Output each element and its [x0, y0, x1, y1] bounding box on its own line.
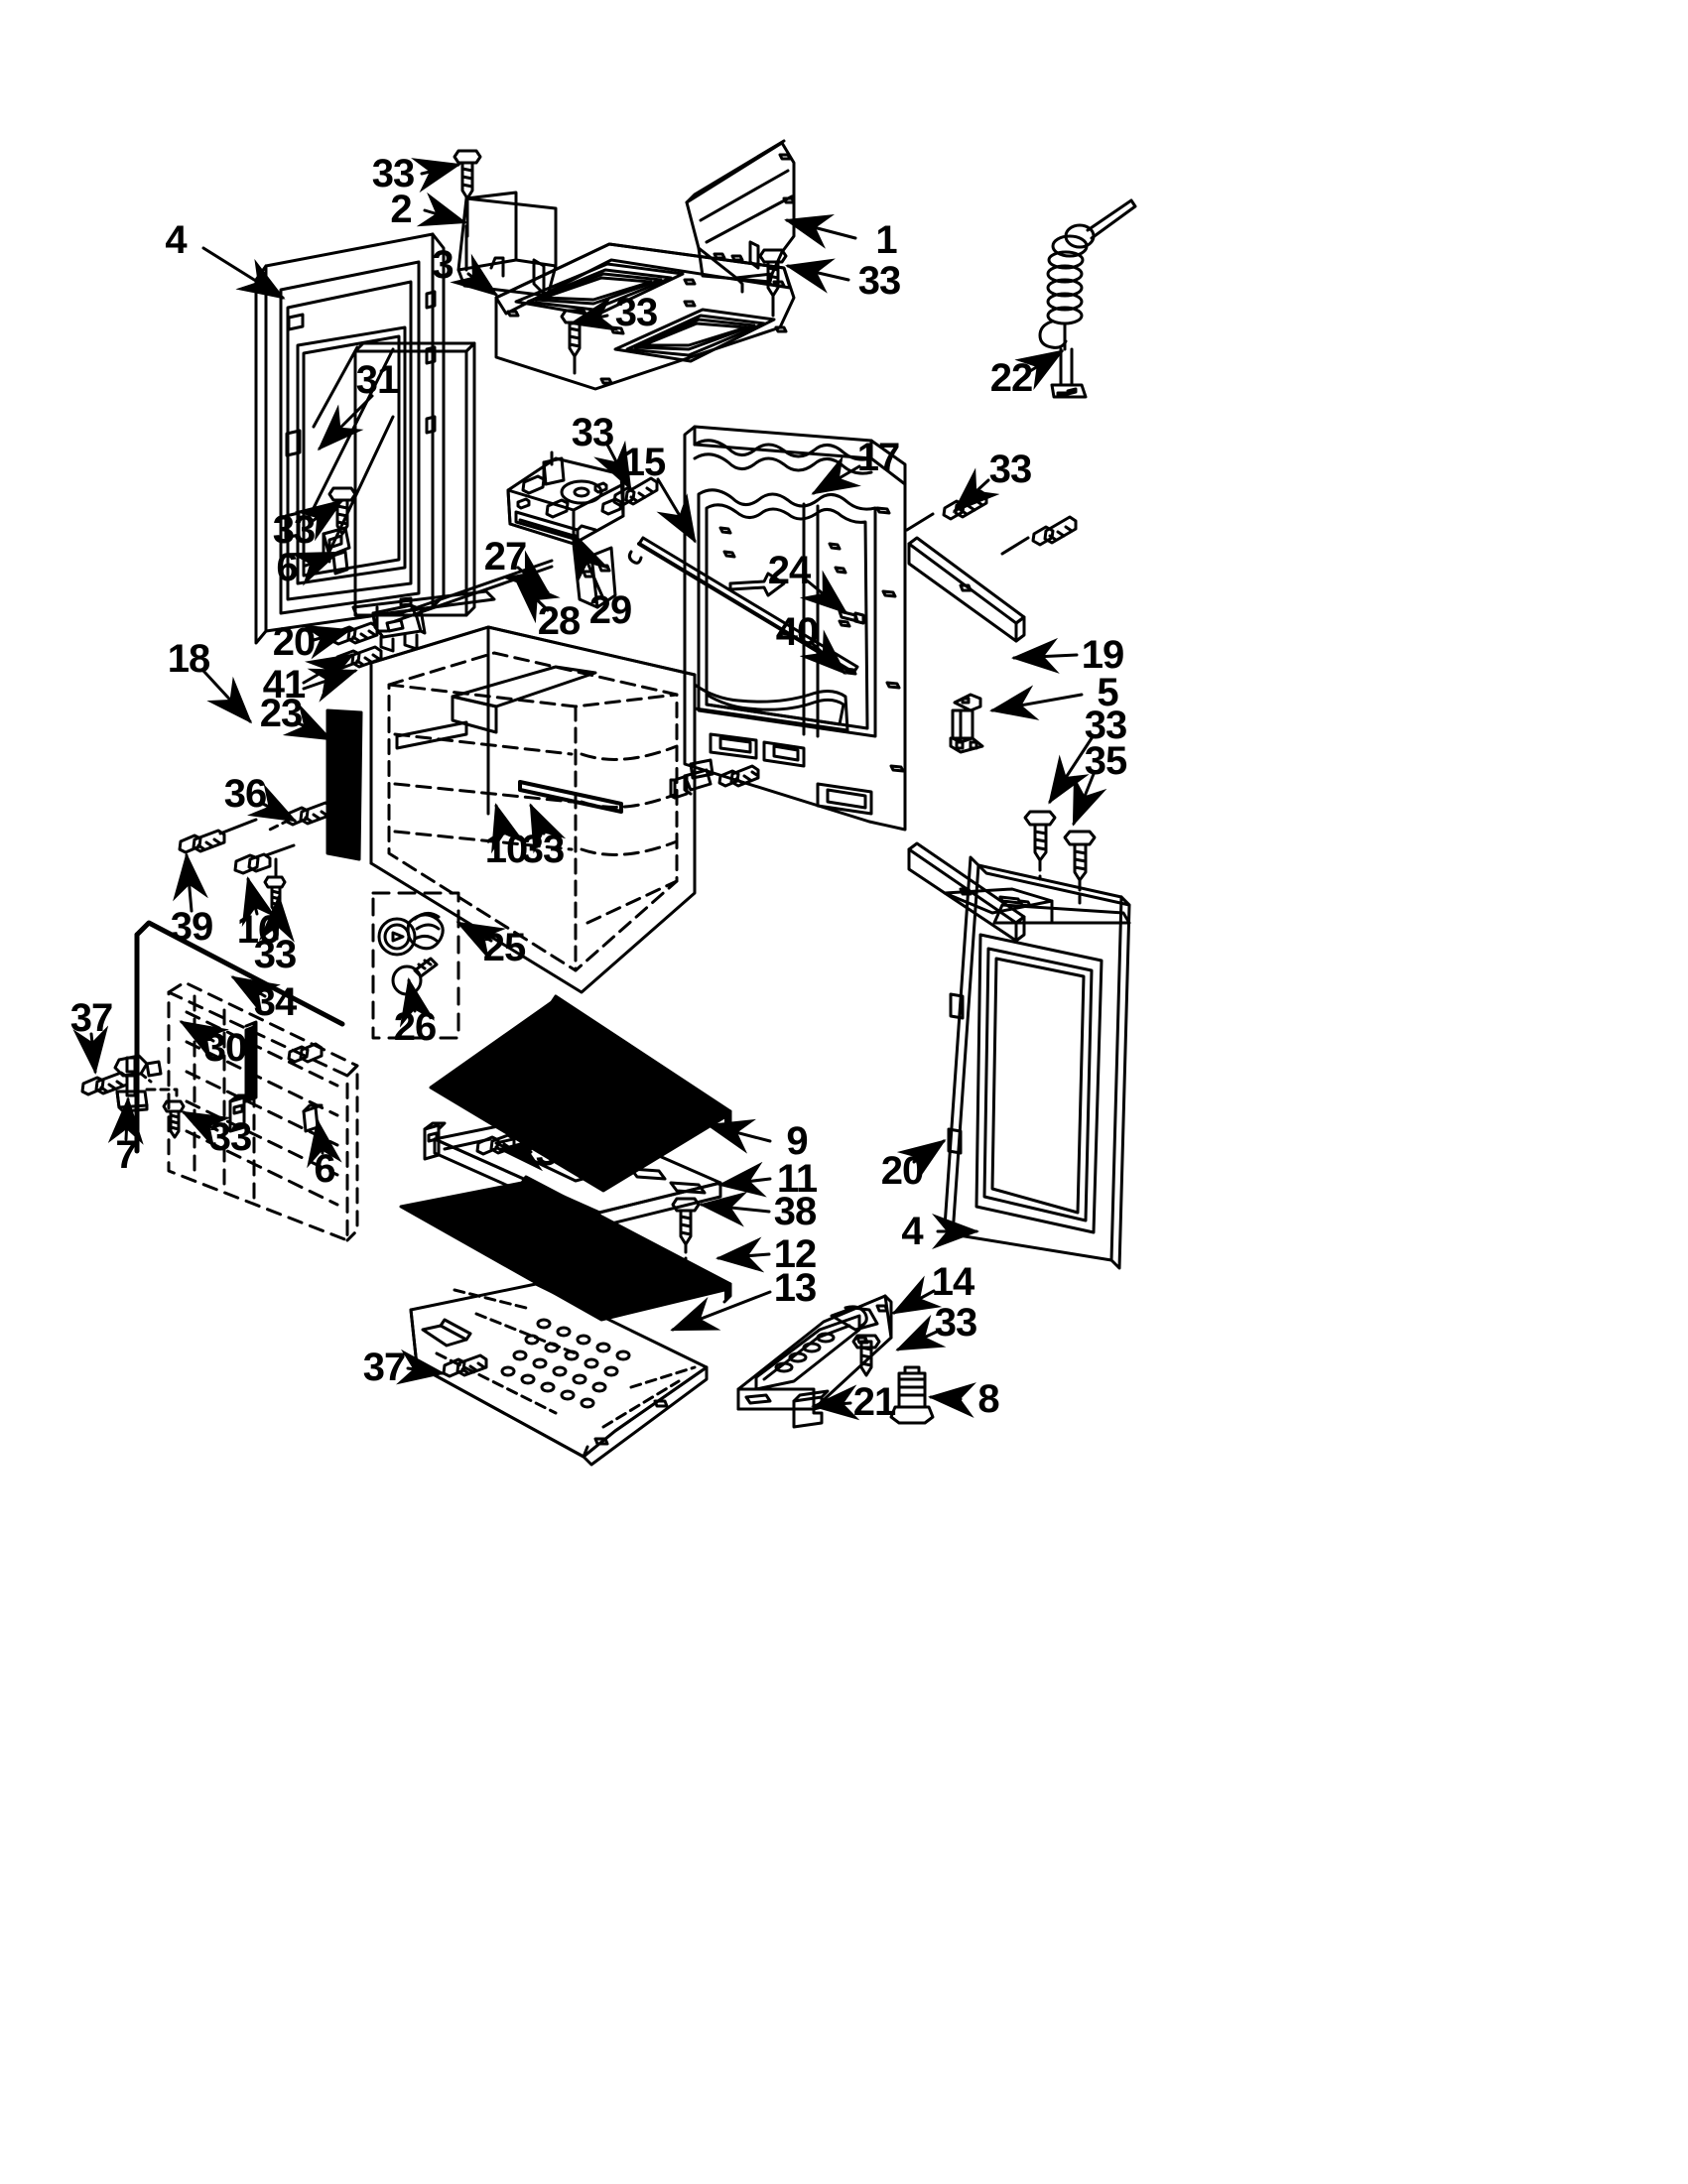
callout-number: 23	[259, 692, 303, 735]
callout-number: 8	[977, 1377, 999, 1421]
callout-number: 31	[355, 358, 399, 402]
callout-number: 16	[236, 908, 280, 952]
callout-number: 4	[165, 218, 187, 262]
callout-number: 28	[537, 599, 581, 643]
callout-number: 35	[1084, 739, 1127, 783]
callout-number: 6	[314, 1147, 335, 1191]
callout-number: 24	[767, 549, 811, 592]
callout-number: 22	[989, 356, 1033, 400]
callout-number: 18	[167, 637, 210, 681]
callout-number: 39	[170, 905, 213, 949]
callout-number: 15	[622, 441, 666, 484]
callout-number: 33	[857, 259, 901, 303]
callout-number: 33	[934, 1301, 977, 1345]
callout-number: 12	[773, 1232, 817, 1276]
callout-number: 33	[371, 152, 415, 195]
callout-number: 38	[773, 1190, 817, 1233]
callout-number: 25	[482, 926, 526, 969]
callout-number: 30	[203, 1026, 247, 1070]
callout-number: 34	[253, 980, 297, 1024]
callout-number: 27	[483, 535, 527, 578]
callout-number: 29	[588, 588, 632, 632]
callout-number: 3	[432, 243, 454, 287]
callout-number: 36	[223, 772, 267, 816]
callout-number: 1	[875, 218, 897, 262]
callout-number: 20	[880, 1149, 924, 1193]
callout-number: 26	[393, 1005, 437, 1049]
callout-number: 2	[390, 188, 412, 231]
callout-number: 6	[276, 546, 298, 589]
callout-number: 19	[1081, 633, 1124, 677]
callout-number: 37	[362, 1346, 406, 1389]
callout-number: 33	[272, 508, 316, 552]
callout-number: 33	[253, 933, 297, 976]
callout-number: 9	[786, 1119, 808, 1163]
callout-number: 33	[521, 828, 565, 871]
callout-number: 5	[1097, 671, 1118, 714]
callout-number: 40	[775, 610, 819, 654]
callout-number: 33	[614, 291, 658, 334]
callout-number: 33	[535, 1130, 579, 1174]
callout-number: 14	[931, 1260, 974, 1304]
callout-number: 20	[272, 620, 316, 664]
callout-number: 10	[484, 828, 528, 871]
callout-number: 11	[776, 1157, 818, 1201]
callout-number: 17	[856, 436, 900, 479]
callout-number: 33	[208, 1115, 252, 1159]
callout-number: 33	[988, 448, 1032, 491]
callout-number: 21	[852, 1380, 896, 1424]
callout-number: 13	[773, 1266, 817, 1310]
callout-number: 4	[901, 1210, 923, 1253]
callout-number: 41	[262, 663, 306, 707]
callout-number: 7	[115, 1133, 137, 1177]
callout-number: 37	[69, 996, 113, 1040]
callout-number: 33	[571, 411, 614, 454]
callout-number: 33	[1084, 704, 1127, 747]
